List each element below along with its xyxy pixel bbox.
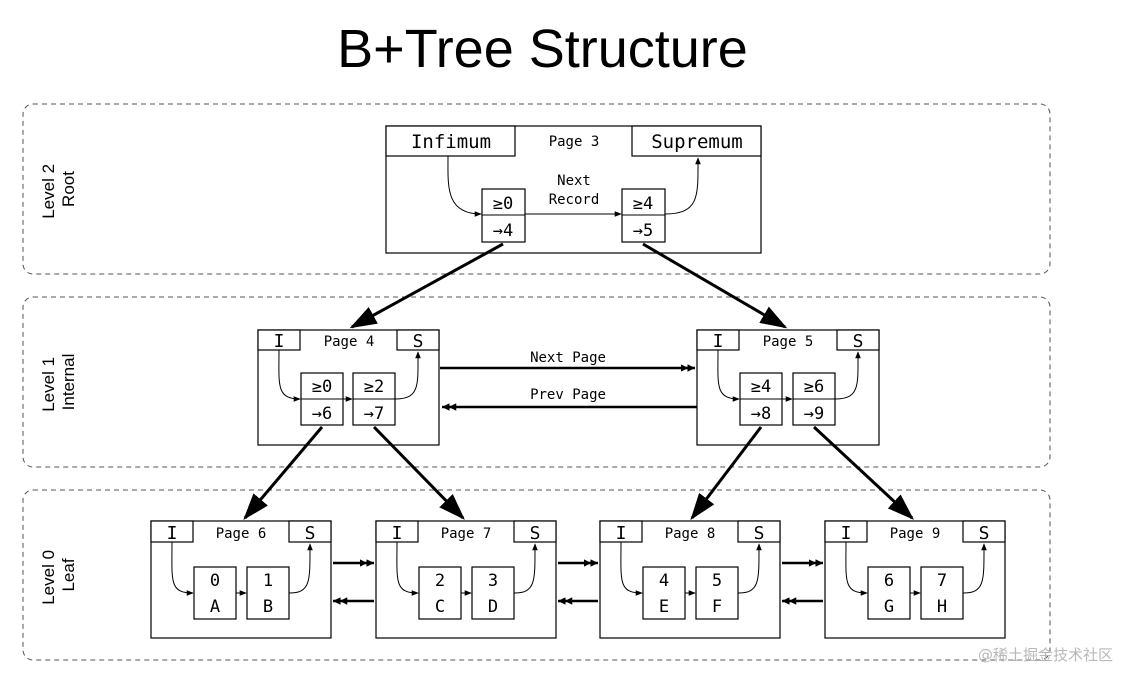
level-1-band — [22, 296, 1051, 468]
page-9-record-0-key: 6 — [884, 571, 894, 591]
page-8-supremum: S — [754, 523, 765, 544]
leaf-page-6: I S Page 6 0A 1B — [150, 520, 332, 639]
root-supremum-box — [631, 125, 762, 157]
page-9-record-1-key: 7 — [937, 571, 947, 591]
page-7-record-0 — [418, 566, 462, 620]
page-5-record-1-ptr: →9 — [804, 404, 824, 424]
page-4-record-1-ptr: →7 — [364, 404, 384, 424]
page-8-record-1-val: F — [712, 597, 722, 617]
page-5-record-0-ptr: →8 — [751, 404, 771, 424]
level-2-label: Level 2 — [39, 164, 58, 219]
root-to-page-5-arrow — [642, 242, 788, 329]
level-0-sublabel: Leaf — [59, 558, 78, 591]
page-4-to-page-7-arrow — [372, 425, 465, 520]
page-8-record-0-val: E — [659, 597, 669, 617]
page-7-record-1-key: 3 — [488, 571, 498, 591]
svg-text:Level 1 Internal: Level 1 Internal — [39, 352, 78, 412]
root-infimum-label: Infimum — [411, 131, 491, 153]
watermark: @稀土掘金技术社区 — [977, 646, 1113, 664]
page-9-record-0 — [867, 566, 911, 620]
internal-page-4: I S Page 4 ≥0 →6 ≥2 →7 — [257, 329, 440, 446]
page-5-to-page-8-arrow — [690, 426, 763, 521]
root-record-0-ptr: →4 — [493, 221, 513, 241]
page-6-record-1-key: 1 — [263, 571, 273, 591]
page-7-label: Page 7 — [441, 526, 492, 542]
page-6-label: Page 6 — [216, 526, 267, 542]
page-4-label: Page 4 — [324, 334, 375, 350]
page-5-record-1-key: ≥6 — [804, 377, 824, 397]
root-infimum-box — [385, 125, 516, 157]
svg-text:Level 2 Root: Level 2 Root — [39, 159, 78, 219]
page-5-infimum: I — [713, 331, 724, 352]
svg-text:Level 0 Leaf: Level 0 Leaf — [39, 545, 78, 605]
page-6-record-1 — [246, 566, 290, 620]
next-record-label-2: Record — [549, 192, 600, 208]
page-9-record-0-val: G — [884, 597, 894, 617]
root-page: Infimum Supremum Page 3 Next Record ≥0 →… — [385, 125, 762, 254]
page-8-record-1-key: 5 — [712, 571, 722, 591]
page-4-record-1-key: ≥2 — [364, 377, 384, 397]
page-8-label: Page 8 — [665, 526, 716, 542]
next-record-label: Next — [557, 173, 591, 189]
root-supremum-label: Supremum — [651, 131, 743, 153]
root-supremum-arrow — [664, 157, 701, 215]
page-7-record-1-val: D — [488, 597, 498, 617]
page-4-to-page-6-arrow — [243, 426, 324, 521]
page-6-record-0-val: A — [210, 597, 220, 617]
page-4-record-0-ptr: →6 — [312, 404, 332, 424]
root-infimum-arrow — [447, 155, 482, 217]
page-9-record-1 — [920, 566, 964, 620]
page-7-record-0-key: 2 — [435, 571, 445, 591]
root-record-1-key: ≥4 — [633, 194, 653, 214]
page-7-record-0-val: C — [435, 597, 445, 617]
root-record-1-ptr: →5 — [633, 221, 653, 241]
root-record-0-key: ≥0 — [493, 194, 513, 214]
page-5-supremum: S — [853, 331, 864, 352]
level-0-label: Level 0 — [39, 550, 58, 605]
root-page-label: Page 3 — [549, 134, 600, 150]
leaf-page-8: I S Page 8 4E 5F — [599, 520, 781, 639]
level-1-sublabel: Internal — [59, 354, 78, 411]
page-7-supremum: S — [530, 523, 541, 544]
page-5-to-page-9-arrow — [812, 425, 914, 520]
page-5-label: Page 5 — [763, 334, 814, 350]
page-6-infimum: I — [167, 523, 178, 544]
root-to-page-4-arrow — [349, 242, 504, 329]
page-6-record-1-val: B — [263, 597, 273, 617]
page-4-infimum: I — [274, 331, 285, 352]
page-9-supremum: S — [979, 523, 990, 544]
level-1-label: Level 1 — [39, 357, 58, 412]
page-5-record-0-key: ≥4 — [751, 377, 771, 397]
page-9-label: Page 9 — [890, 526, 941, 542]
page-6-record-0-key: 0 — [210, 571, 220, 591]
internal-page-5: I S Page 5 ≥4 →8 ≥6 →9 — [696, 329, 880, 446]
level-2-sublabel: Root — [59, 171, 78, 207]
page-4-record-0-key: ≥0 — [312, 377, 332, 397]
leaf-page-9: I S Page 9 6G 7H — [824, 520, 1006, 639]
page-6-supremum: S — [305, 523, 316, 544]
prev-page-label: Prev Page — [530, 387, 606, 403]
leaf-page-7: I S Page 7 2C 3D — [375, 520, 557, 639]
diagram-title: B+Tree Structure — [337, 19, 748, 79]
page-8-record-0-key: 4 — [659, 571, 669, 591]
page-9-infimum: I — [841, 523, 852, 544]
next-page-label: Next Page — [530, 350, 606, 366]
page-8-infimum: I — [616, 523, 627, 544]
page-7-infimum: I — [392, 523, 403, 544]
page-9-record-1-val: H — [937, 597, 947, 617]
page-7-record-1 — [471, 566, 515, 620]
page-4-supremum: S — [413, 331, 424, 352]
